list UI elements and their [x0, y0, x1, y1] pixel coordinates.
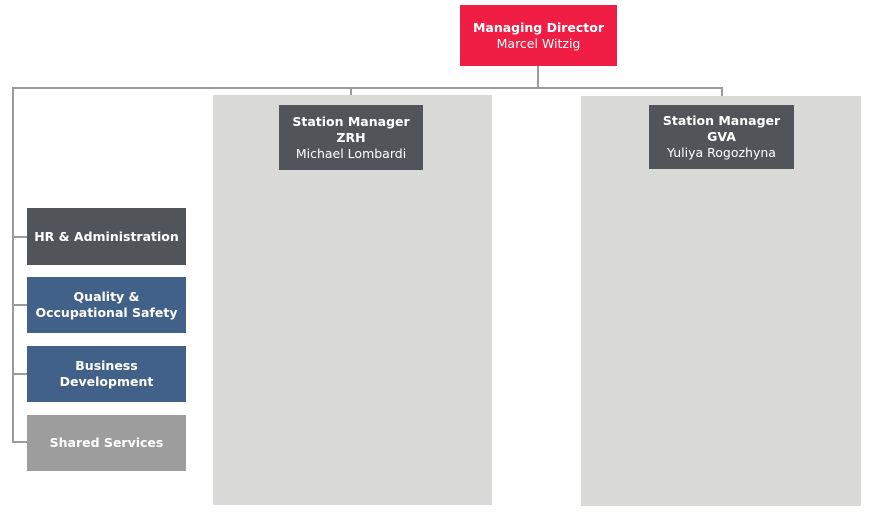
station-manager-gva-box[interactable]: Station Manager GVA Yuliya Rogozhyna	[649, 105, 794, 169]
connector-horizontal	[12, 87, 723, 89]
station-zrh-code: ZRH	[336, 129, 366, 145]
connector-dept-hr	[12, 236, 27, 238]
managing-director-box[interactable]: Managing Director Marcel Witzig	[460, 5, 617, 66]
connector-left-vertical	[12, 87, 14, 442]
station-gva-title: Station Manager	[662, 113, 781, 128]
connector-dept-quality	[12, 304, 27, 306]
managing-director-name: Marcel Witzig	[496, 35, 581, 51]
connector-dept-business	[12, 373, 27, 375]
station-manager-zrh-box[interactable]: Station Manager ZRH Michael Lombardi	[279, 105, 423, 170]
station-gva-code: GVA	[707, 129, 736, 144]
station-gva-name: Yuliya Rogozhyna	[667, 145, 776, 160]
dept-business-development[interactable]: Business Development	[27, 346, 186, 402]
dept-quality-label: Quality & Occupational Safety	[35, 289, 178, 320]
dept-hr-label: HR & Administration	[34, 228, 179, 244]
dept-shared-label: Shared Services	[49, 435, 164, 450]
dept-quality-safety[interactable]: Quality & Occupational Safety	[27, 277, 186, 333]
station-zrh-title: Station Manager	[292, 113, 410, 129]
dept-business-label: Business Development	[59, 358, 154, 389]
connector-dept-shared	[12, 441, 27, 443]
dept-hr-administration[interactable]: HR & Administration	[27, 208, 186, 265]
managing-director-title: Managing Director	[472, 19, 605, 35]
connector-md-down	[537, 66, 539, 88]
station-zrh-name: Michael Lombardi	[295, 145, 407, 161]
dept-shared-services[interactable]: Shared Services	[27, 415, 186, 471]
